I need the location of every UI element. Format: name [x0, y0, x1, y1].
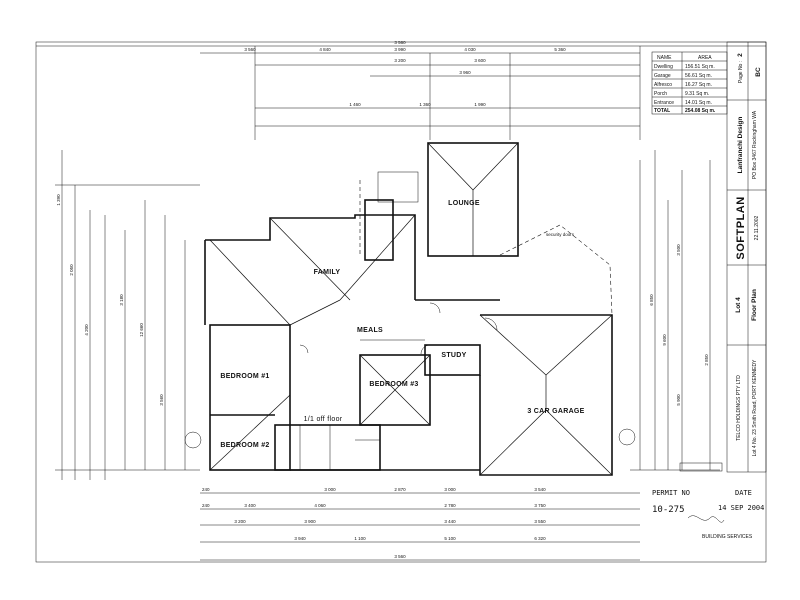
- bottom-dim-12: 3 900: [304, 519, 316, 524]
- stamp-office: BUILDING SERVICES: [702, 534, 753, 540]
- room-bedroom1-label: BEDROOM #1: [220, 373, 269, 380]
- drafter-initials: BC: [755, 67, 762, 77]
- top-dim-8: 3 960: [459, 70, 471, 75]
- left-dim-2: 2 050: [69, 264, 74, 276]
- drawing-dates: 22.11.2002: [754, 215, 760, 240]
- designer-name: Lanfranchi Design: [737, 117, 744, 174]
- top-dim-10: 1 360: [419, 102, 431, 107]
- bottom-dim-13: 3 440: [444, 519, 456, 524]
- top-dim-5: 5 360: [554, 47, 566, 52]
- signature-mark: [687, 515, 725, 523]
- bottom-dim-2: 3 000: [324, 487, 336, 492]
- floor-plan-walls: [204, 142, 613, 476]
- bottom-dim-6: 240: [202, 503, 210, 508]
- sheet-border: [35, 41, 767, 563]
- left-dimensions: 1 390 2 050 4 200 3 180 12 660 3 560: [55, 150, 200, 480]
- area-row-name: Garage: [654, 73, 671, 79]
- right-dim-1: 6 850: [649, 294, 654, 306]
- right-dim-4: 5 900: [676, 394, 681, 406]
- top-dim-3: 3 990: [394, 47, 406, 52]
- room-bedroom2-label: BEDROOM #2: [220, 442, 269, 449]
- bottom-dim-7: 3 400: [244, 503, 256, 508]
- top-dim-6: 3 200: [394, 58, 406, 63]
- room-family-label: FAMILY: [314, 269, 341, 276]
- area-row-name: Entrance: [654, 100, 674, 106]
- page-number-label: Page No :: [738, 61, 744, 83]
- left-dim-1: 1 390: [56, 194, 61, 206]
- top-dim-11: 1 990: [474, 102, 486, 107]
- room-labels: FAMILY LOUNGE MEALS STUDY BEDROOM #1 BED…: [220, 200, 584, 449]
- bottom-dim-18: 6 320: [534, 536, 546, 541]
- area-row-name: Porch: [654, 91, 667, 97]
- left-dim-4: 3 180: [119, 294, 124, 306]
- door-swings: [184, 302, 636, 449]
- right-dim-2: 9 600: [662, 334, 667, 346]
- top-dim-4: 4 030: [464, 47, 476, 52]
- bottom-dim-3: 2 870: [394, 487, 406, 492]
- area-header-area: AREA: [698, 55, 712, 61]
- drawing-title: Lot 4: [735, 297, 742, 313]
- top-dim-7: 3 600: [474, 58, 486, 63]
- approval-stamp: PERMIT NO DATE 10-275 14 SEP 2004 BUILDI…: [652, 462, 764, 540]
- area-total-value: 254.08 Sq m.: [685, 108, 716, 114]
- bottom-dim-10: 3 750: [534, 503, 546, 508]
- permit-label: PERMIT NO: [652, 489, 690, 497]
- area-row-value: 9.31 Sq m.: [685, 91, 709, 97]
- stamp-date: 14 SEP 2004: [718, 504, 764, 512]
- bottom-dim-4: 3 000: [444, 487, 456, 492]
- left-dim-6: 3 560: [159, 394, 164, 406]
- top-dim-2: 4 840: [319, 47, 331, 52]
- designer-detail: PO Box 3467 Rockingham WA: [752, 110, 758, 179]
- client-detail: Lot 4 No. 23 Smith Road, PORT KENNEDY: [752, 359, 758, 456]
- bottom-dim-9: 2 780: [444, 503, 456, 508]
- area-row-value: 14.01 Sq m.: [685, 100, 712, 106]
- area-table: NAME AREA Dwelling 156.51 Sq m. Garage 5…: [651, 51, 728, 115]
- bottom-dimensions: 240 3 000 2 870 3 000 3 540 240 3 400 4 …: [200, 487, 640, 561]
- left-dim-5: 12 660: [139, 323, 144, 337]
- bottom-dim-15: 3 940: [294, 536, 306, 541]
- page-number: 2: [737, 53, 744, 57]
- room-garage-label: 3 CAR GARAGE: [527, 408, 584, 415]
- area-total-name: TOTAL: [654, 108, 670, 114]
- stamp-date-label: DATE: [735, 489, 752, 497]
- bottom-dim-1: 240: [202, 487, 210, 492]
- permit-number: 10-275: [652, 505, 685, 515]
- roof-lines: [209, 142, 613, 476]
- bottom-dim-16: 1 100: [354, 536, 366, 541]
- area-row-value: 156.51 Sq m.: [685, 64, 715, 70]
- area-row-value: 56.61 Sq m.: [685, 73, 712, 79]
- room-meals-label: MEALS: [357, 327, 383, 334]
- stamp-bar: [679, 462, 723, 472]
- client-name: TELCO HOLDINGS PTY LTD: [736, 375, 742, 441]
- top-overall-dim: 3 560: [394, 40, 406, 45]
- kitchen-note-label: 1/1 off floor: [304, 416, 343, 423]
- area-row-value: 16.27 Sq m.: [685, 82, 712, 88]
- bottom-dim-14: 3 550: [534, 519, 546, 524]
- area-header-name: NAME: [657, 55, 672, 61]
- left-dim-3: 4 200: [84, 324, 89, 336]
- right-dim-5: 2 850: [704, 354, 709, 366]
- drawing-subtitle: Floor Plan: [751, 289, 758, 321]
- area-row-name: Alfresco: [654, 82, 672, 88]
- bottom-dim-5: 3 540: [534, 487, 546, 492]
- title-block: Lanfranchi Design PO Box 3467 Rockingham…: [726, 41, 767, 473]
- top-dimensions: 3 560 3 560 4 840 3 990 4 030 5 360 3 20…: [36, 40, 766, 140]
- bottom-dim-17: 5 100: [444, 536, 456, 541]
- bottom-dim-8: 4 060: [314, 503, 326, 508]
- room-lounge-label: LOUNGE: [448, 200, 480, 207]
- softplan-logo: SOFTPLAN: [735, 196, 747, 259]
- top-dim-1: 3 560: [244, 47, 256, 52]
- top-dim-9: 1 460: [349, 102, 361, 107]
- room-bedroom3-label: BEDROOM #3: [369, 381, 418, 388]
- bottom-dim-11: 3 200: [234, 519, 246, 524]
- bottom-overall-dim: 3 560: [394, 554, 406, 559]
- area-row-name: Dwelling: [654, 64, 673, 70]
- room-study-label: STUDY: [441, 352, 466, 359]
- security-doors-label: security doors: [546, 232, 575, 237]
- right-dimensions: 6 850 9 600 3 500 5 900 2 850: [630, 150, 720, 471]
- right-dim-3: 3 500: [676, 244, 681, 256]
